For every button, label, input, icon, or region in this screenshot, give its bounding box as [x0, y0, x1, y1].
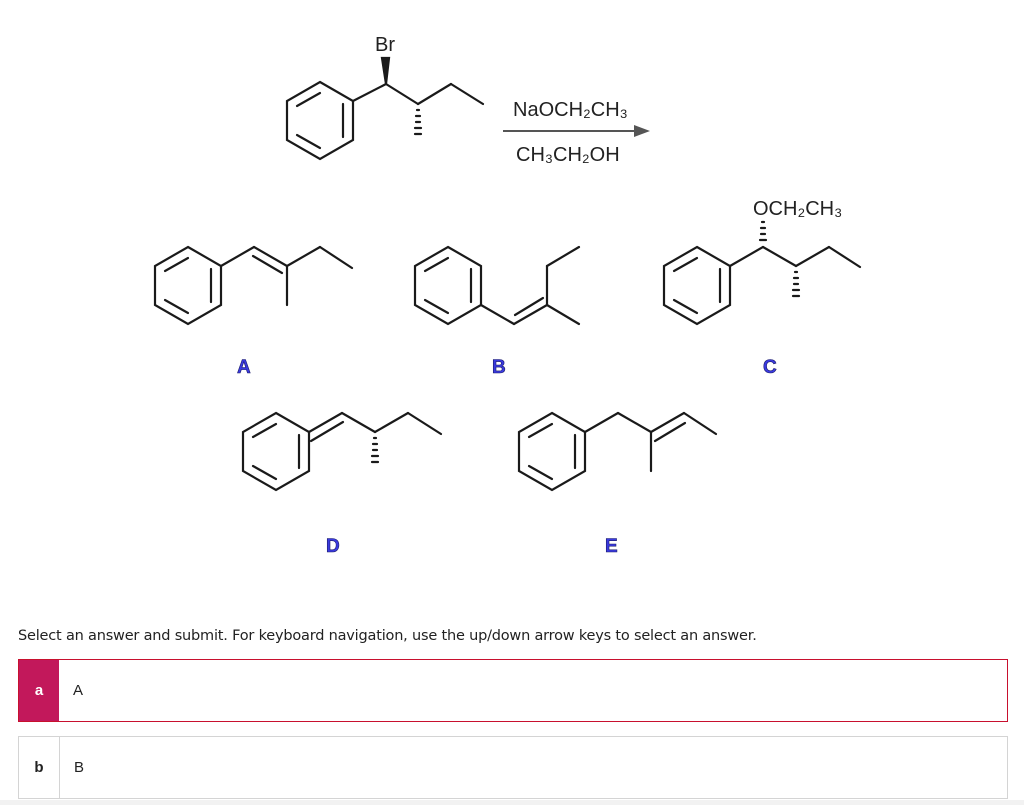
structure-a [153, 245, 354, 326]
option-letter-d: D [326, 536, 340, 557]
hash-bond [758, 220, 801, 298]
bromine-label: Br [375, 34, 395, 56]
answer-key-a: a [19, 660, 59, 721]
hash-bond [413, 108, 423, 136]
instructions-text: Select an answer and submit. For keyboar… [18, 628, 757, 644]
starting-material [285, 56, 485, 161]
structure-b [413, 245, 581, 326]
ethoxy-label: OCH₂CH₃ [753, 198, 842, 220]
answer-label-b: B [74, 759, 85, 776]
page-bottom-edge [0, 800, 1024, 805]
wedge-bond [380, 56, 391, 85]
structure-e [517, 411, 718, 492]
option-letter-a: A [237, 357, 251, 378]
reaction-scheme: Br NaOCH₂CH₃ CH₃CH₂OH A B [153, 34, 862, 557]
answer-option-b[interactable]: b B [18, 736, 1008, 799]
answer-key-b: b [19, 737, 60, 798]
option-letter-e: E [605, 536, 618, 557]
option-letter-b: B [492, 357, 506, 378]
arrow-head [634, 125, 650, 137]
option-letter-c: C [763, 357, 777, 378]
answer-label-a: A [73, 682, 84, 699]
hash-bond [370, 436, 380, 464]
reagent-label: NaOCH₂CH₃ [513, 99, 628, 121]
structure-c [662, 220, 862, 326]
solvent-label: CH₃CH₂OH [516, 144, 620, 166]
answer-option-a[interactable]: a A [18, 659, 1008, 722]
structure-d [241, 411, 443, 492]
